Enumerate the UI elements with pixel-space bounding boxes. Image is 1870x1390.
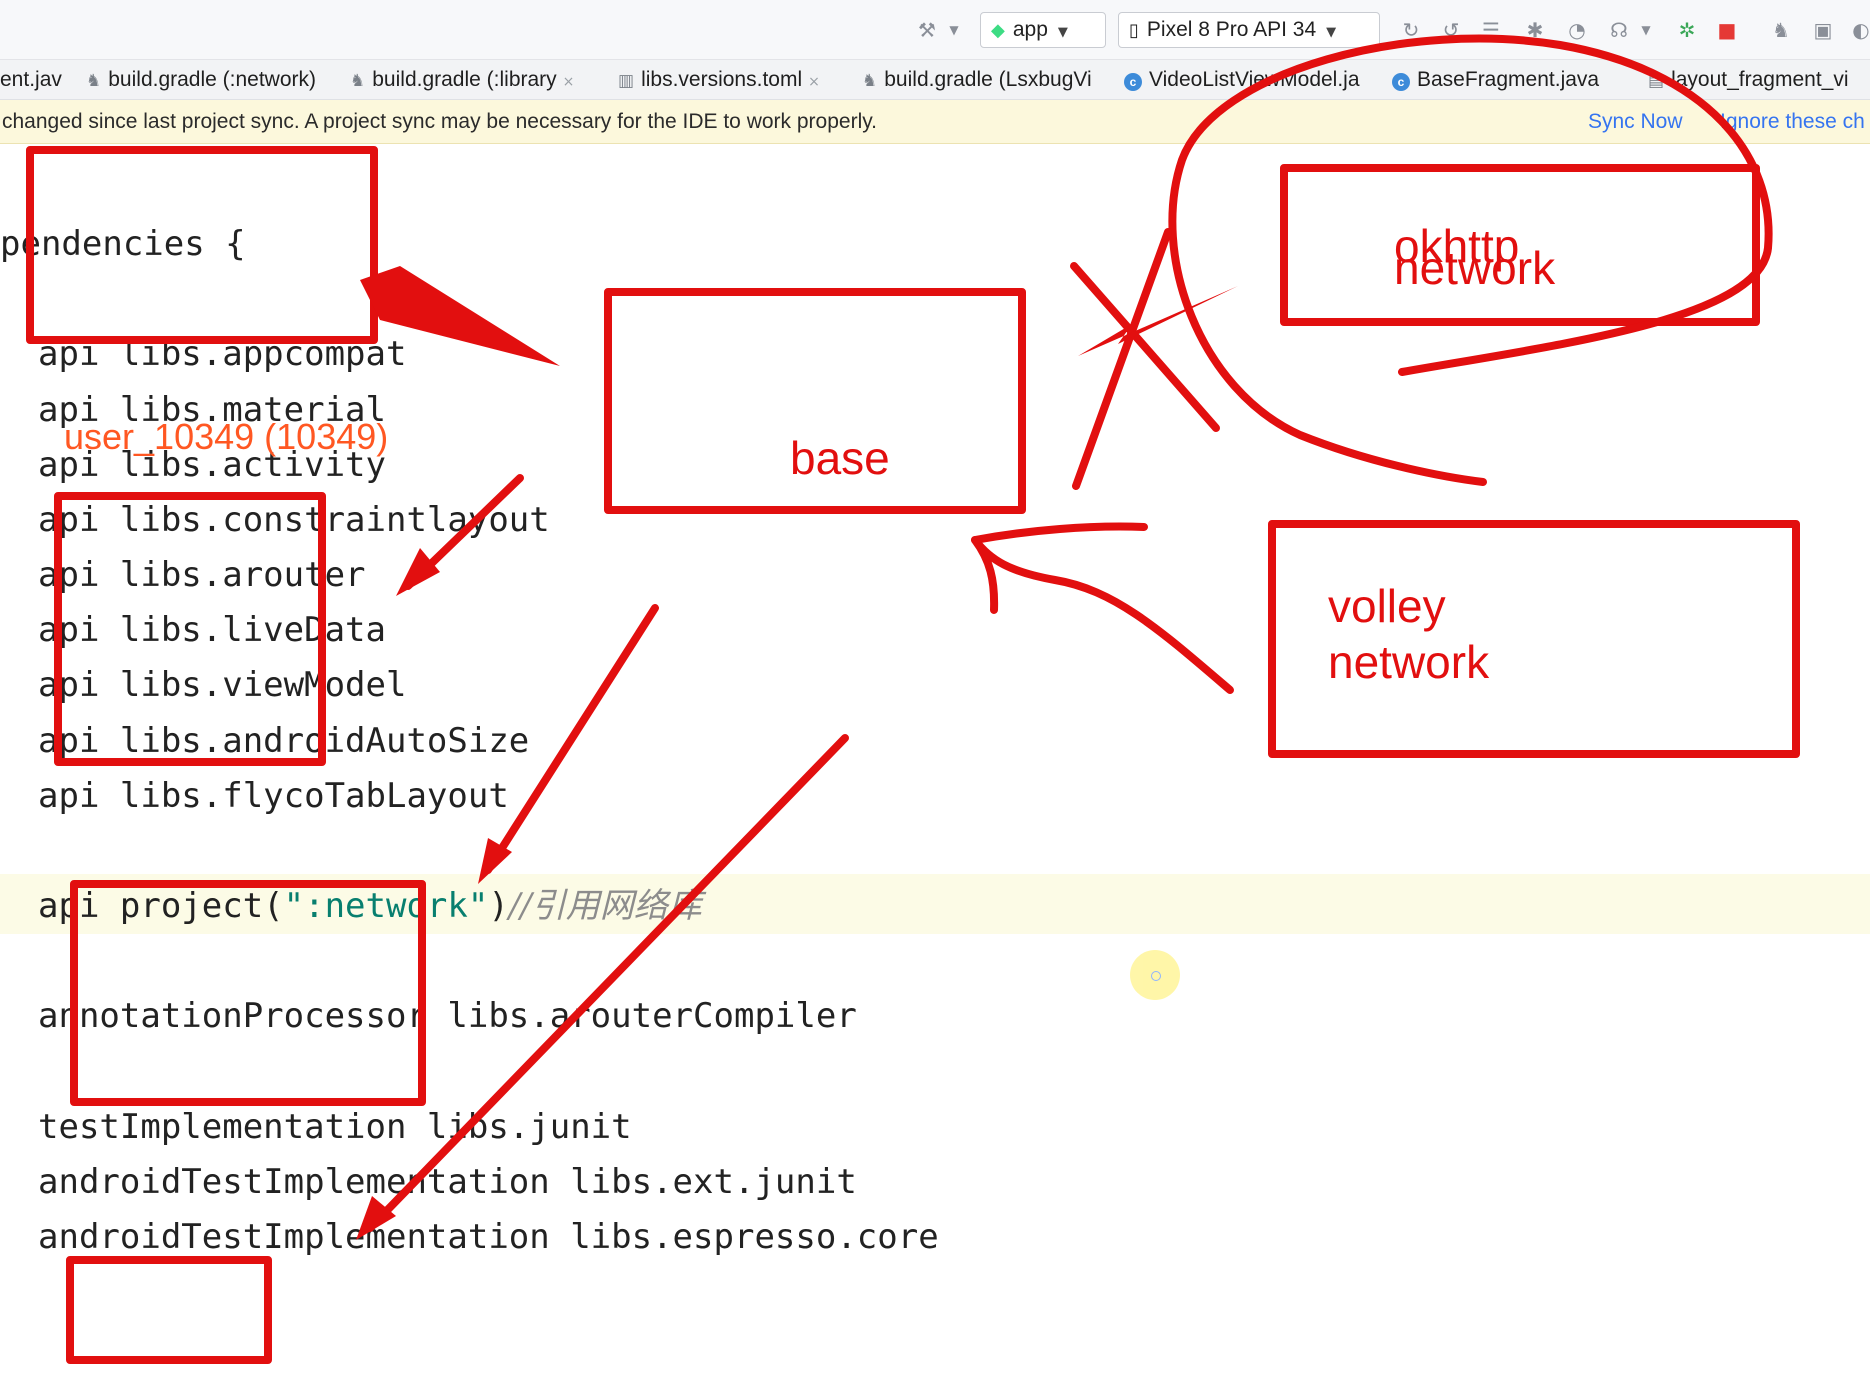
sync-now-link[interactable]: Sync Now bbox=[1588, 110, 1683, 133]
sync-notification-bar: changed since last project sync. A proje… bbox=[0, 100, 1870, 144]
rerun-icon[interactable]: ↻ bbox=[1402, 18, 1420, 42]
code-line: api libs.appcompat bbox=[38, 334, 407, 374]
run-config-label: app bbox=[1012, 18, 1048, 41]
tab-label: build.gradle (:library bbox=[372, 68, 557, 91]
bug-icon[interactable]: ✲ bbox=[1678, 18, 1696, 42]
okhttp-label: okhttp bbox=[1394, 220, 1520, 272]
sync-message: changed since last project sync. A proje… bbox=[2, 110, 878, 133]
code-text: api project( bbox=[38, 886, 284, 926]
tab-build-gradle-library[interactable]: ♞ build.gradle (:library × bbox=[350, 60, 575, 99]
tab-libs-versions-toml[interactable]: ▥ libs.versions.toml × bbox=[618, 60, 820, 99]
code-line: androidTestImplementation libs.espresso.… bbox=[38, 1217, 939, 1257]
class-icon: c bbox=[1124, 73, 1142, 91]
main-toolbar: ⚒ ▼ ◆ app ▼ ▯ Pixel 8 Pro API 34 ▼ ↻ ↺ ☰ ✱ ◔… bbox=[0, 0, 1870, 60]
phone-icon: ▯ bbox=[1129, 20, 1139, 41]
code-line: api libs.flycoTabLayout bbox=[38, 776, 509, 816]
code-line: api libs.arouter bbox=[38, 555, 366, 595]
tab-video-list-viewmodel[interactable]: c VideoListViewModel.ja bbox=[1124, 60, 1360, 99]
gradle-icon[interactable]: ♞ bbox=[1772, 18, 1790, 42]
device-label: Pixel 8 Pro API 34 bbox=[1146, 18, 1317, 41]
ignore-changes-link[interactable]: Ignore these ch bbox=[1720, 110, 1865, 133]
reload-icon[interactable]: ↺ bbox=[1442, 18, 1460, 42]
close-icon[interactable]: × bbox=[808, 74, 820, 90]
code-editor[interactable]: pendencies { api libs.appcompat api libs… bbox=[0, 144, 1870, 1390]
code-line-annotation: annotationProcessor libs.arouterCompiler bbox=[38, 996, 857, 1036]
code-line-project: api project(":network")//引用网络库 bbox=[38, 886, 702, 926]
tab-label: libs.versions.toml bbox=[641, 68, 803, 91]
editor-tabs: ent.jav ♞ build.gradle (:network) ♞ build.… bbox=[0, 60, 1870, 100]
tab-layout-fragment[interactable]: ▤ layout_fragment_vi bbox=[1648, 60, 1849, 99]
class-icon: c bbox=[1392, 73, 1410, 91]
gradle-icon: ♞ bbox=[862, 71, 878, 91]
gradle-icon: ♞ bbox=[350, 71, 366, 91]
attach-icon[interactable]: ☊ bbox=[1610, 18, 1628, 42]
tab-label: build.gradle (:network) bbox=[108, 68, 317, 91]
chevron-down-icon: ▼ bbox=[1326, 25, 1337, 40]
tab-label: ent.jav bbox=[0, 68, 62, 91]
profile-icon[interactable]: ◔ bbox=[1568, 18, 1586, 42]
tab-label: build.gradle (LsxbugVi bbox=[884, 68, 1092, 91]
code-string: ":network" bbox=[283, 886, 489, 926]
layout-icon: ▤ bbox=[1648, 71, 1665, 91]
hammer-icon[interactable]: ⚒ bbox=[918, 18, 936, 42]
code-line: androidTestImplementation libs.ext.junit bbox=[38, 1162, 857, 1202]
code-line-header: pendencies { bbox=[0, 224, 246, 264]
tab-label: BaseFragment.java bbox=[1417, 68, 1600, 91]
tab-build-gradle-lsxbug[interactable]: ♞ build.gradle (LsxbugVi bbox=[862, 60, 1092, 99]
debug-icon[interactable]: ✱ bbox=[1526, 18, 1544, 42]
tab-build-gradle-network[interactable]: ♞ build.gradle (:network) bbox=[86, 60, 317, 99]
gradle-icon: ♞ bbox=[86, 71, 102, 91]
code-line: api libs.androidAutoSize bbox=[38, 721, 530, 761]
code-line: api libs.activity bbox=[38, 445, 386, 485]
run-config-selector[interactable]: ◆ app ▼ bbox=[980, 12, 1106, 48]
code-text: ) bbox=[488, 886, 509, 926]
author-watermark: user_10349 (10349) bbox=[64, 416, 389, 457]
chevron-down-icon[interactable]: ▼ bbox=[949, 23, 959, 37]
code-line: api libs.viewModel bbox=[38, 665, 407, 705]
tab-label: VideoListViewModel.ja bbox=[1149, 68, 1360, 91]
code-line: testImplementation libs.junit bbox=[38, 1107, 632, 1147]
toml-icon: ▥ bbox=[618, 71, 635, 91]
mouse-cursor-highlight bbox=[1130, 950, 1180, 1000]
stop-icon[interactable]: ■ bbox=[1717, 18, 1737, 42]
code-line: api libs.material bbox=[38, 390, 386, 430]
base-label: base bbox=[790, 432, 890, 484]
volley-label: volley network bbox=[1328, 580, 1490, 688]
coverage-icon[interactable]: ☰ bbox=[1482, 18, 1500, 42]
close-icon[interactable]: × bbox=[562, 74, 575, 90]
code-line: api libs.constraintlayout bbox=[38, 500, 550, 540]
chevron-down-icon: ▼ bbox=[1057, 25, 1068, 40]
device-manager-icon[interactable]: ▣ bbox=[1813, 18, 1833, 42]
android-icon: ◆ bbox=[991, 20, 1005, 41]
device-selector[interactable]: ▯ Pixel 8 Pro API 34 ▼ bbox=[1118, 12, 1380, 48]
tab-base-fragment[interactable]: c BaseFragment.java bbox=[1392, 60, 1600, 99]
tab-label: layout_fragment_vi bbox=[1671, 68, 1849, 91]
okhttp-network-label: network bbox=[1394, 242, 1556, 294]
code-line: api libs.liveData bbox=[38, 610, 386, 650]
chevron-down-icon[interactable]: ▼ bbox=[1641, 23, 1651, 37]
tab-ent-java[interactable]: ent.jav bbox=[0, 60, 62, 99]
more-icon[interactable]: ◐ bbox=[1852, 18, 1870, 42]
code-comment: //引用网络库 bbox=[508, 886, 702, 926]
